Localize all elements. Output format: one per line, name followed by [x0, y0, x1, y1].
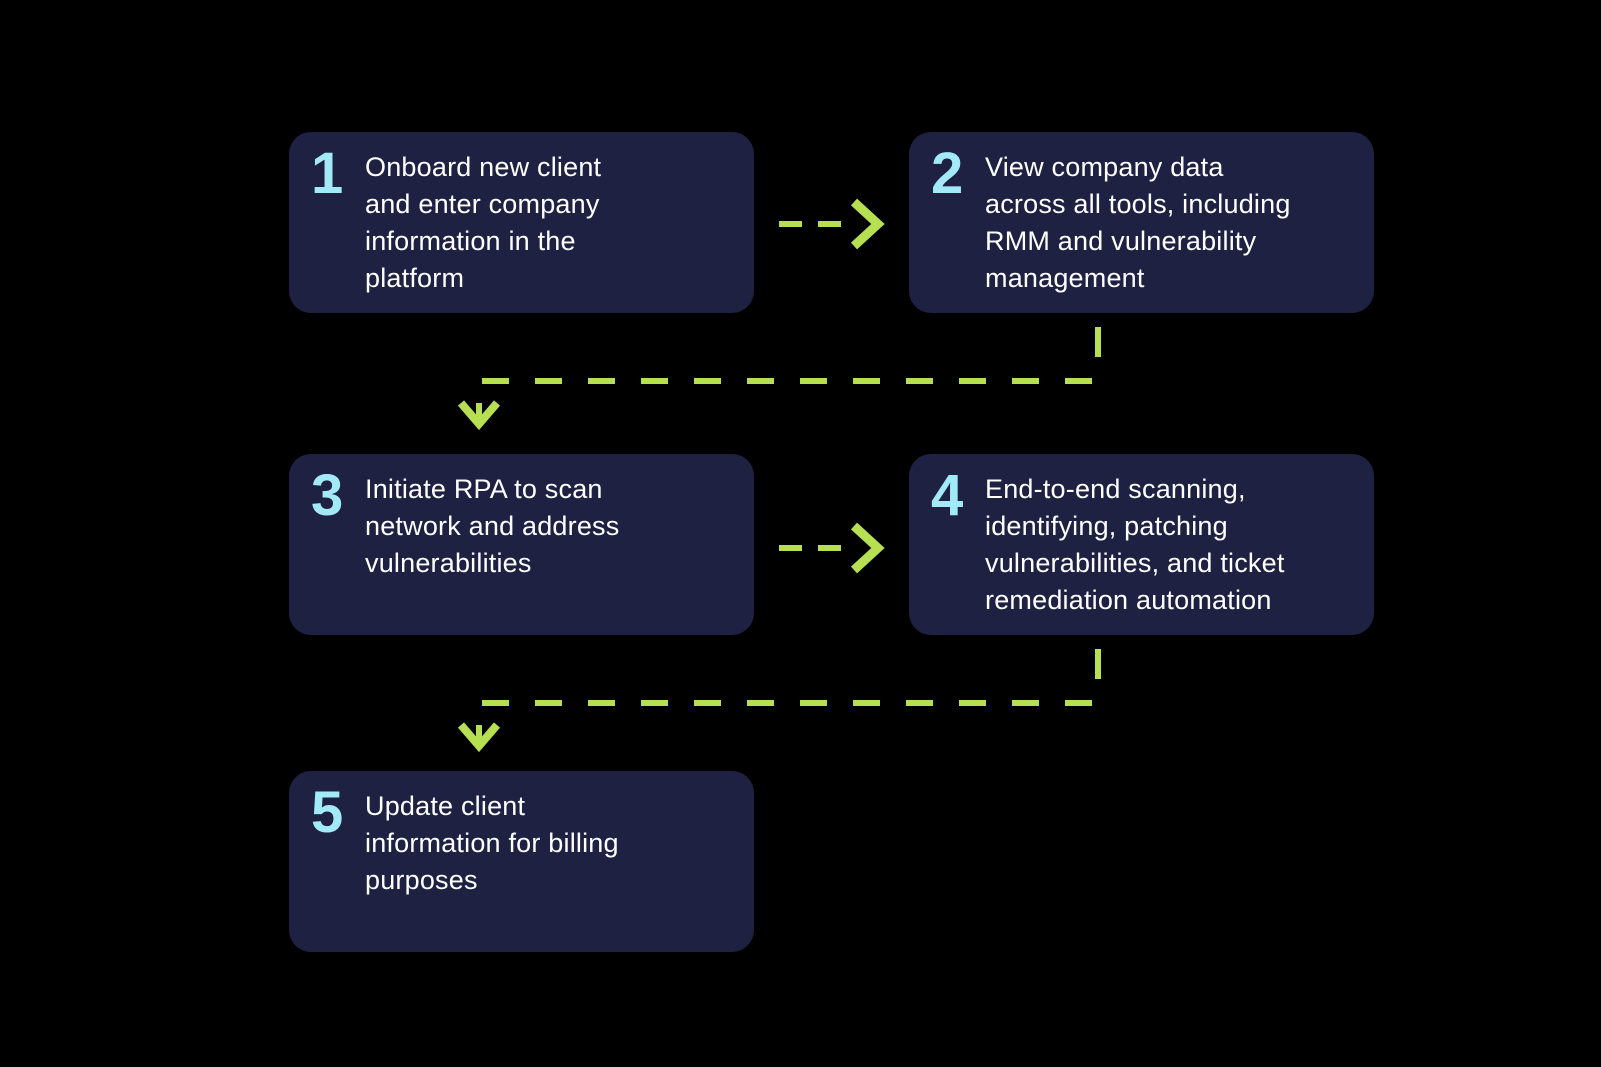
- step-number: 1: [311, 141, 343, 206]
- text-line: Update client: [365, 791, 526, 821]
- connector-step4-to-step5-arrow: [457, 649, 1101, 753]
- text-line: and enter company: [365, 189, 600, 219]
- text-line: vulnerabilities: [365, 548, 532, 578]
- step-number: 3: [311, 463, 343, 528]
- step-text: End-to-end scanning, identifying, patchi…: [985, 469, 1285, 619]
- text-line: Onboard new client: [365, 152, 602, 182]
- arrow-down-icon: [457, 400, 501, 431]
- arrow-right-icon: [850, 522, 885, 574]
- text-line: View company data: [985, 152, 1224, 182]
- step-number: 2: [931, 141, 963, 206]
- step-text: Initiate RPA to scan network and address…: [365, 469, 619, 582]
- arrow-right-icon: [850, 198, 885, 250]
- text-line: platform: [365, 263, 465, 293]
- connector-step2-to-step3-arrow: [457, 327, 1101, 431]
- text-line: Initiate RPA to scan: [365, 474, 603, 504]
- step-number: 5: [311, 780, 343, 845]
- text-line: End-to-end scanning,: [985, 474, 1246, 504]
- text-line: vulnerabilities, and ticket: [985, 548, 1285, 578]
- text-line: information for billing: [365, 828, 619, 858]
- step-text: View company data across all tools, incl…: [985, 147, 1291, 297]
- step-card-2: 2 View company data across all tools, in…: [909, 132, 1374, 313]
- text-line: remediation automation: [985, 585, 1272, 615]
- arrow-down-icon: [457, 722, 501, 753]
- text-line: across all tools, including: [985, 189, 1291, 219]
- connector-step3-to-step4-arrow: [779, 522, 885, 574]
- connector-step1-to-step2-arrow: [779, 198, 885, 250]
- text-line: information in the: [365, 226, 576, 256]
- step-number: 4: [931, 463, 963, 528]
- text-line: identifying, patching: [985, 511, 1228, 541]
- step-card-4: 4 End-to-end scanning, identifying, patc…: [909, 454, 1374, 635]
- step-card-5: 5 Update client information for billing …: [289, 771, 754, 952]
- text-line: network and address: [365, 511, 620, 541]
- text-line: RMM and vulnerability: [985, 226, 1257, 256]
- step-text: Update client information for billing pu…: [365, 786, 619, 899]
- step-card-1: 1 Onboard new client and enter company i…: [289, 132, 754, 313]
- text-line: management: [985, 263, 1145, 293]
- text-line: purposes: [365, 865, 478, 895]
- step-text: Onboard new client and enter company inf…: [365, 147, 601, 297]
- step-card-3: 3 Initiate RPA to scan network and addre…: [289, 454, 754, 635]
